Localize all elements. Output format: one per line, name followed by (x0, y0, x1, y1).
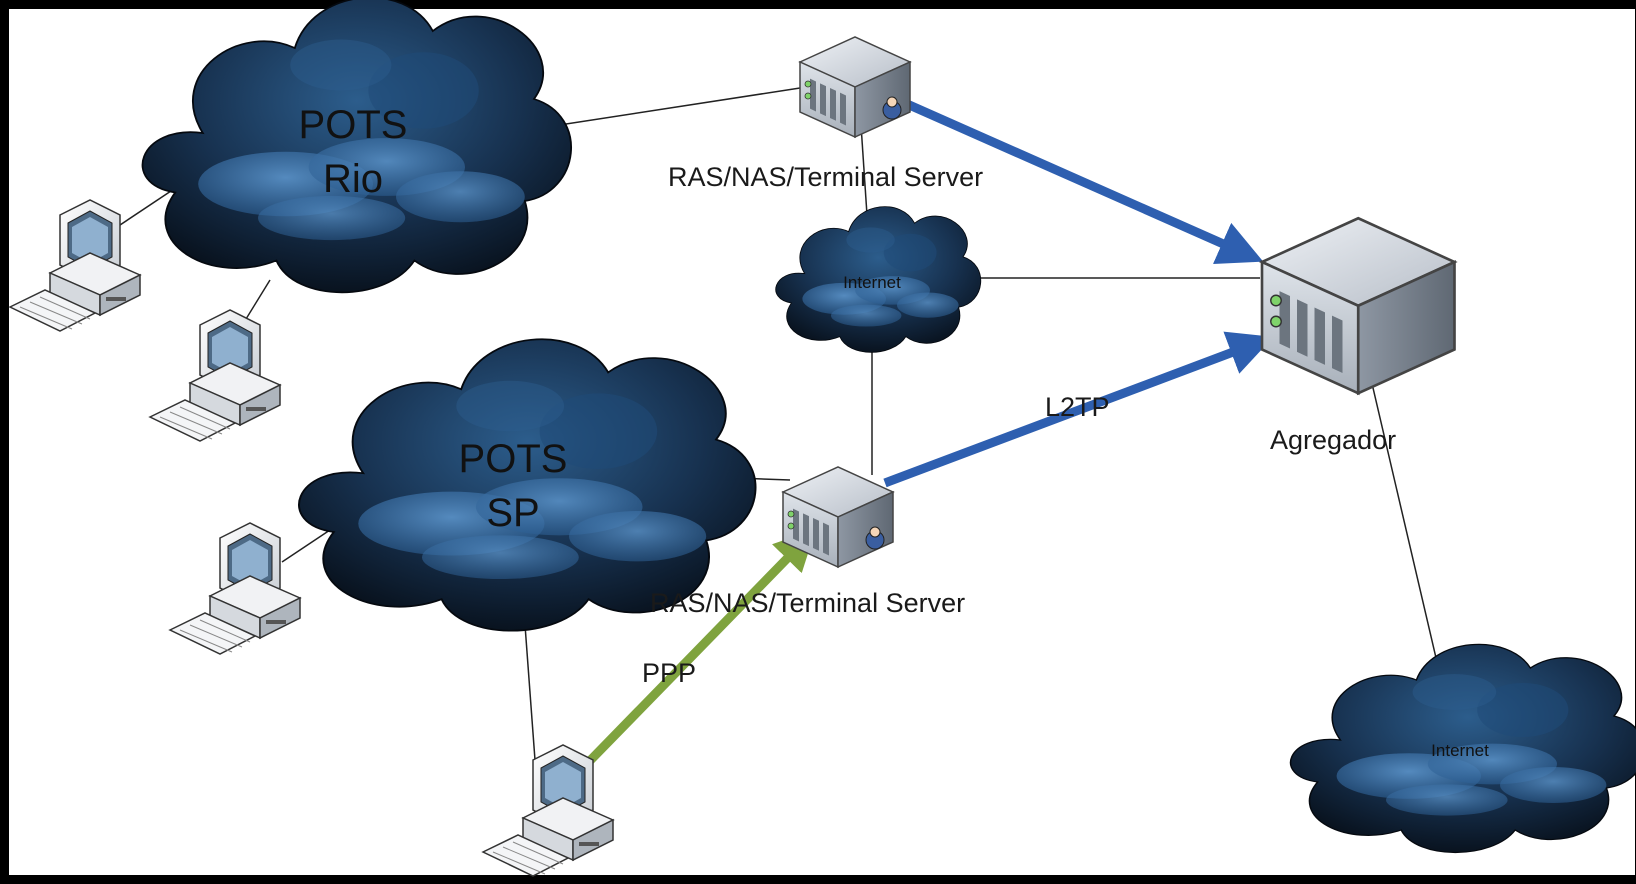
ras-server-top (799, 36, 911, 138)
ppp-arrow (574, 529, 816, 777)
ras-server-bottom (782, 466, 894, 568)
aggregator-server (1260, 216, 1456, 395)
link-sp-pc1 (281, 529, 331, 563)
pots-sp-label-line1: POTS (459, 437, 568, 481)
pc-rio-2 (149, 309, 281, 442)
cloud-pots-sp (298, 338, 757, 632)
internet-bottom-label: Internet (1431, 741, 1489, 760)
internet-center-label: Internet (843, 273, 901, 292)
pots-rio-label-line2: Rio (323, 157, 383, 201)
pc-rio-1 (9, 199, 141, 332)
pots-sp-label-line2: SP (486, 491, 539, 535)
link-sp-pc2 (524, 624, 536, 761)
ppp-label: PPP (642, 658, 696, 688)
ras-top-label: RAS/NAS/Terminal Server (668, 162, 983, 192)
pots-rio-label-line1: POTS (299, 103, 408, 147)
pc-sp-2 (482, 744, 614, 877)
tunnel-arrow-ras-top (896, 95, 1264, 265)
aggregator-label: Agregador (1270, 425, 1396, 455)
pc-sp-1 (169, 522, 301, 655)
link-aggregator-internet (1369, 374, 1441, 676)
ras-bottom-label: RAS/NAS/Terminal Server (650, 588, 965, 618)
link-rio-ras-top (539, 87, 801, 129)
l2tp-label: L2TP (1045, 392, 1110, 422)
l2tp-tunnel-arrow (883, 331, 1274, 488)
connection-lines (104, 87, 1441, 761)
